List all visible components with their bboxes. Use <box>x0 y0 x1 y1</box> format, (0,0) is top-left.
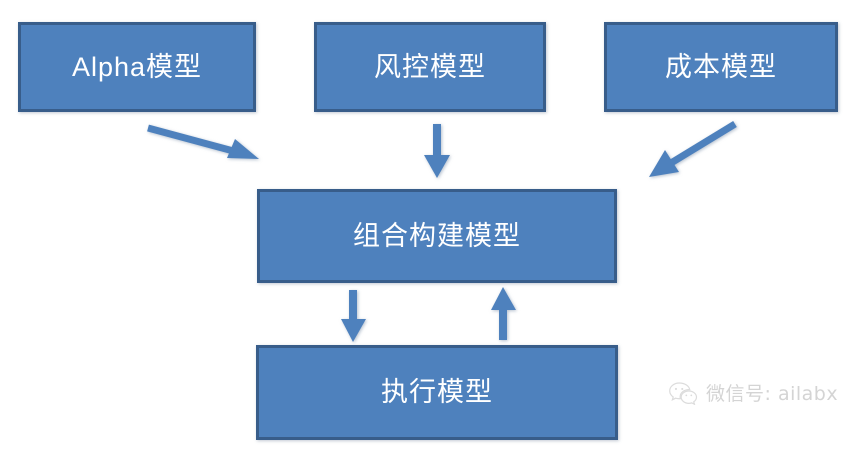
arrow-risk-to-combo <box>424 124 450 178</box>
watermark-text: 微信号: ailabx <box>706 383 839 405</box>
node-alpha-model[interactable]: Alpha模型 <box>18 22 256 112</box>
node-cost-model-label: 成本模型 <box>665 51 777 82</box>
arrow-cost-to-combo <box>649 121 737 177</box>
node-risk-control-model[interactable]: 风控模型 <box>314 22 546 112</box>
wechat-icon <box>669 381 698 405</box>
node-portfolio-construction-model-label: 组合构建模型 <box>353 220 521 251</box>
arrow-exec-to-combo <box>491 287 516 340</box>
node-alpha-model-label: Alpha模型 <box>71 51 203 82</box>
node-execution-model-label: 执行模型 <box>381 377 493 407</box>
node-cost-model[interactable]: 成本模型 <box>604 22 838 112</box>
node-portfolio-construction-model[interactable]: 组合构建模型 <box>257 189 617 283</box>
node-execution-model[interactable]: 执行模型 <box>256 345 618 440</box>
arrow-combo-to-exec <box>341 290 366 342</box>
arrow-alpha-to-combo <box>147 124 259 159</box>
watermark: 微信号: ailabx <box>668 379 838 406</box>
node-risk-control-model-label: 风控模型 <box>374 51 486 82</box>
